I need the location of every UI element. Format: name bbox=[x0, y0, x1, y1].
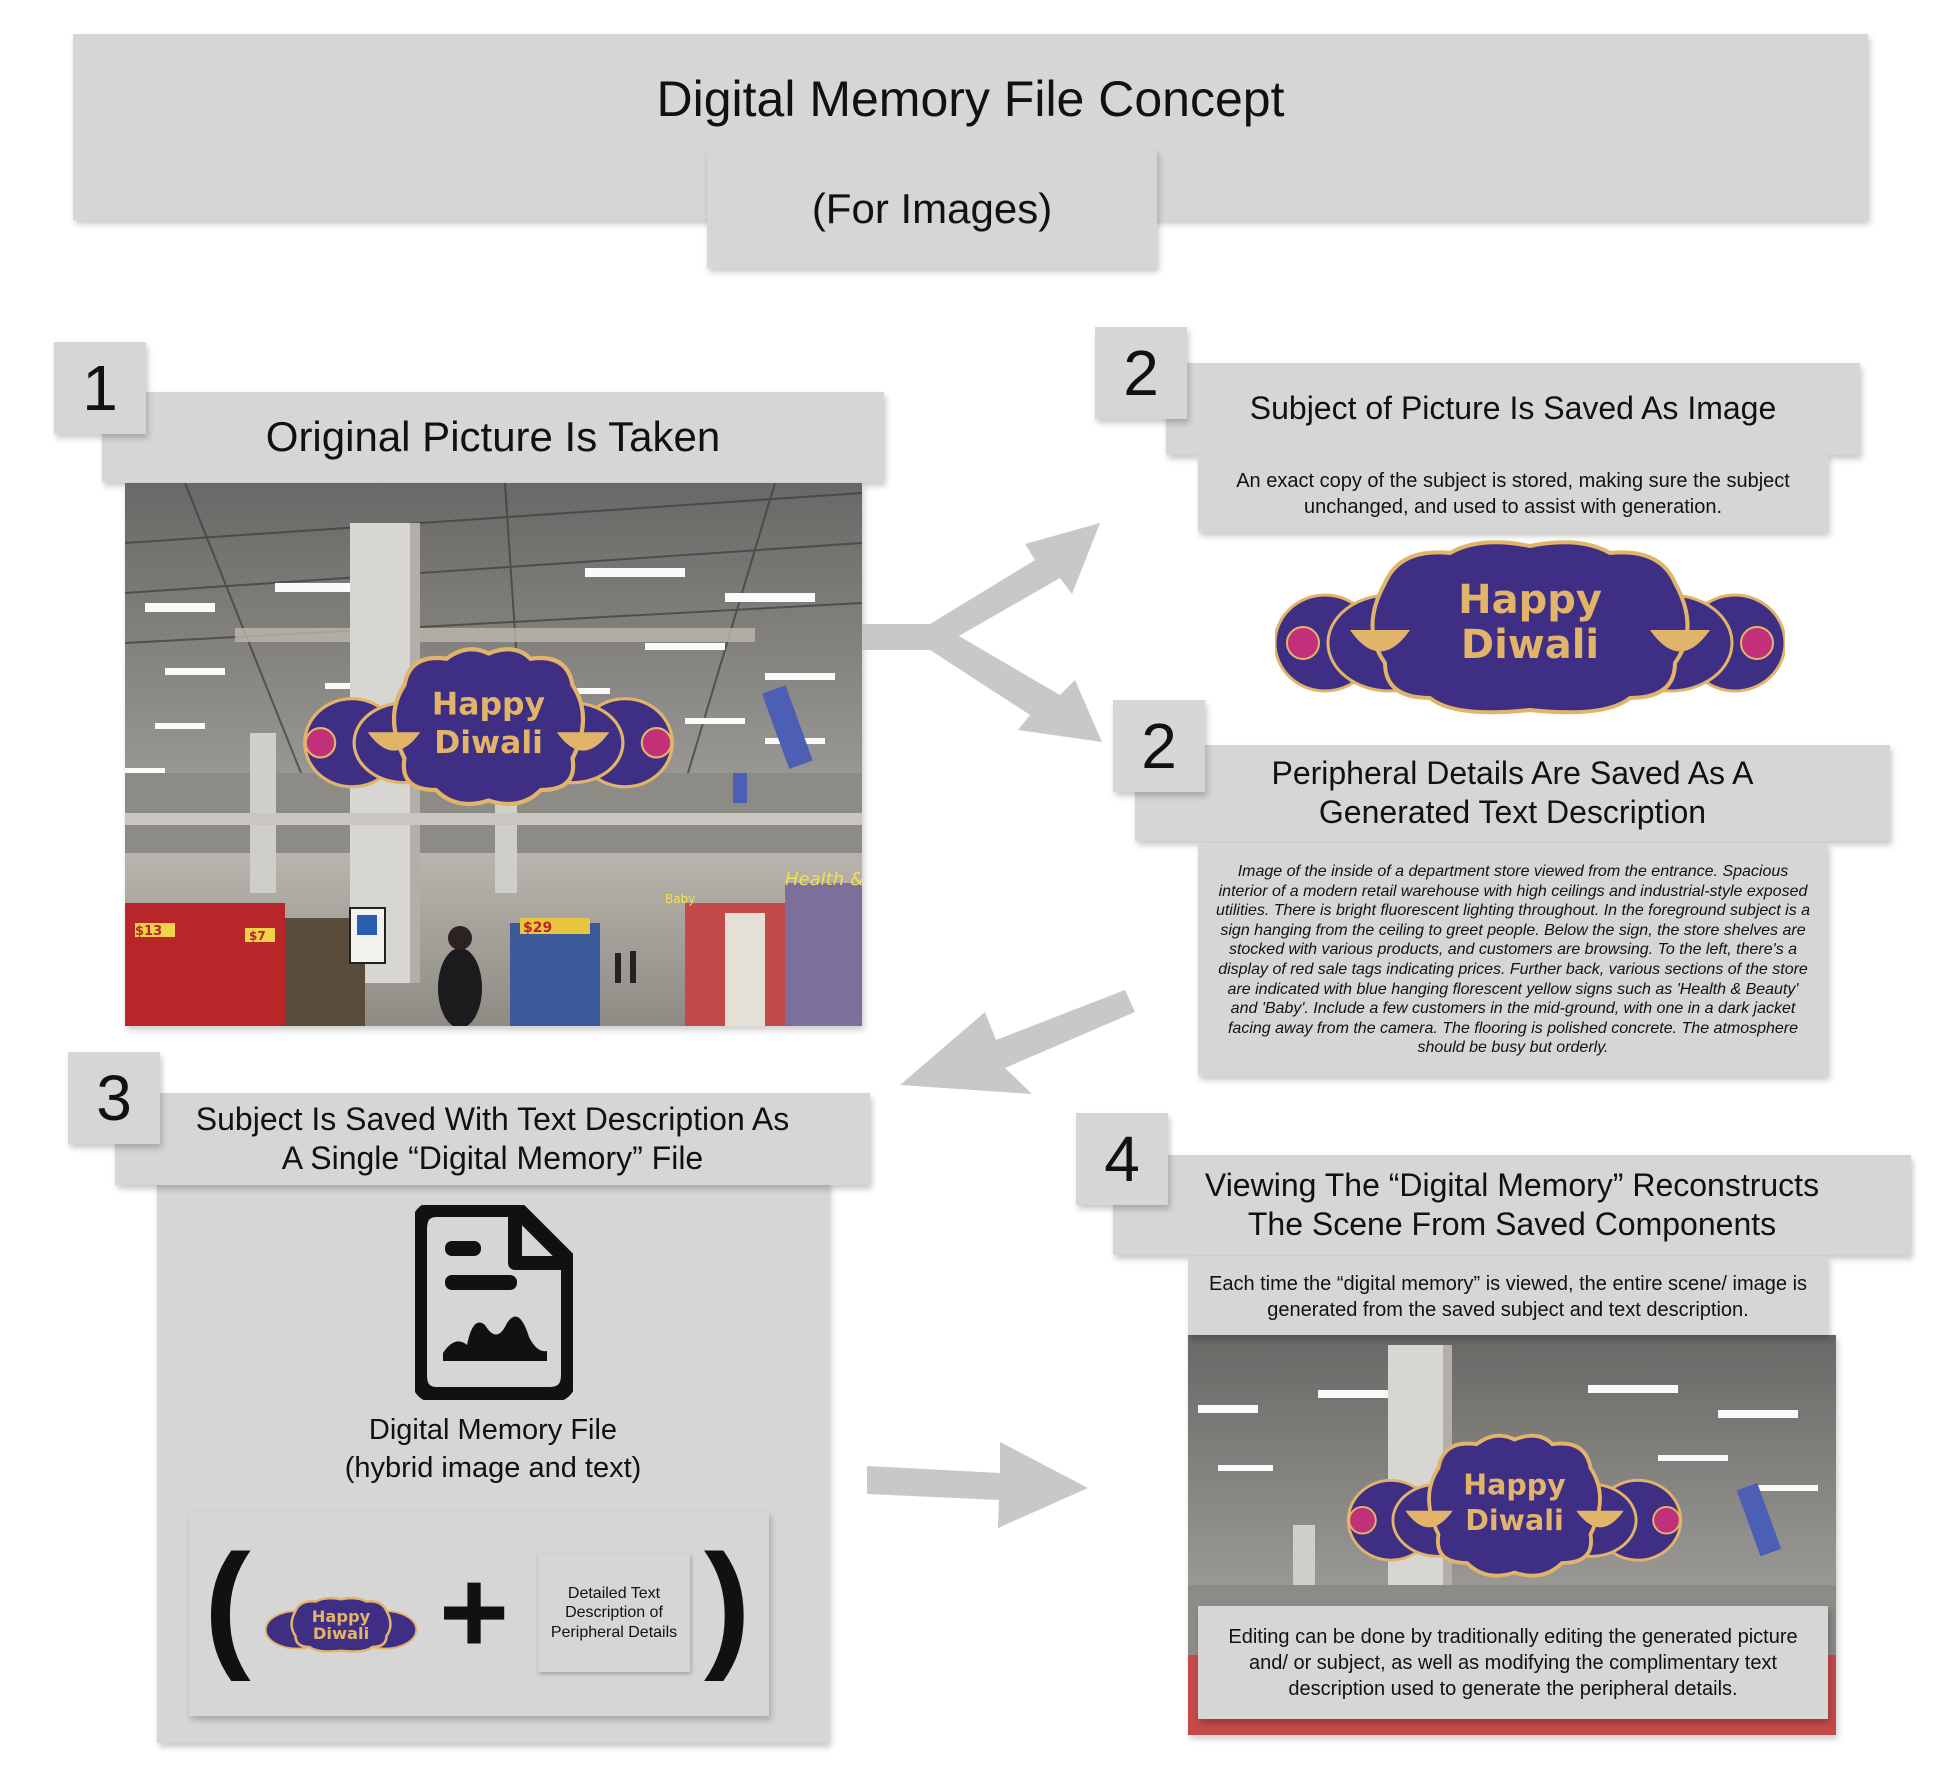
step3-title: Subject Is Saved With Text Description A… bbox=[195, 1100, 790, 1176]
step2b-description: Image of the inside of a department stor… bbox=[1215, 863, 1811, 1057]
original-photo: Health & B Baby $13 $7 $29 Happy Diwali bbox=[125, 483, 862, 1026]
page-subtitle: (For Images) bbox=[811, 185, 1053, 232]
formula-box: ( Happy Diwali + Detailed Text Descripti… bbox=[189, 1512, 769, 1716]
step2b-description-box: Image of the inside of a department stor… bbox=[1198, 844, 1828, 1076]
step1-title: Original Picture Is Taken bbox=[265, 413, 721, 460]
svg-text:Happy: Happy bbox=[312, 1607, 371, 1626]
close-paren: ) bbox=[704, 1525, 751, 1682]
step4-description: Each time the “digital memory” is viewed… bbox=[1208, 1272, 1808, 1321]
document-chart-icon bbox=[415, 1205, 573, 1400]
arrow-icon bbox=[867, 1442, 1088, 1528]
editing-note-box: Editing can be done by traditionally edi… bbox=[1198, 1606, 1828, 1719]
editing-note: Editing can be done by traditionally edi… bbox=[1228, 1625, 1798, 1700]
step4-number-badge: 4 bbox=[1076, 1113, 1168, 1205]
step2b-number-badge: 2 bbox=[1113, 700, 1205, 792]
step2a-title-box: Subject of Picture Is Saved As Image bbox=[1166, 363, 1860, 455]
diwali-sign-reconstructed: Happy Diwali bbox=[1346, 1433, 1683, 1578]
step1-number-badge: 1 bbox=[54, 342, 146, 434]
sign-word-2: Diwali bbox=[1461, 622, 1599, 668]
plus-sign: + bbox=[439, 1545, 510, 1679]
step3-number-badge: 3 bbox=[68, 1052, 160, 1144]
arrow-icon bbox=[900, 990, 1135, 1094]
subtitle-banner: (For Images) bbox=[707, 150, 1157, 268]
step2b-number: 2 bbox=[1141, 710, 1177, 782]
baby-sign-text: Baby bbox=[665, 892, 695, 906]
step3-number: 3 bbox=[96, 1062, 132, 1134]
step2b-title: Peripheral Details Are Saved As A Genera… bbox=[1271, 754, 1754, 830]
step2a-number: 2 bbox=[1123, 337, 1159, 409]
aisle-sign-text: Health & B bbox=[785, 869, 862, 890]
step4-number: 4 bbox=[1104, 1123, 1140, 1195]
step3-title-box: Subject Is Saved With Text Description A… bbox=[115, 1093, 870, 1185]
step2a-number-badge: 2 bbox=[1095, 327, 1187, 419]
arrow-icon bbox=[862, 523, 1100, 640]
file-label: Digital Memory File (hybrid image and te… bbox=[344, 1414, 642, 1484]
sale-tag-2: $7 bbox=[249, 929, 266, 943]
sign-word-1: Happy bbox=[432, 686, 545, 722]
diwali-sign-original: Happy Diwali bbox=[303, 647, 674, 807]
mini-sign-image: Happy Diwali bbox=[264, 1596, 418, 1653]
step1-number: 1 bbox=[82, 352, 118, 424]
store-scene: Health & B Baby $13 $7 $29 Happy Diwali bbox=[125, 483, 862, 1026]
open-paren: ( bbox=[204, 1525, 251, 1682]
step1-title-box: Original Picture Is Taken bbox=[102, 392, 884, 482]
svg-text:Happy: Happy bbox=[1463, 1469, 1566, 1502]
step2a-description: An exact copy of the subject is stored, … bbox=[1236, 469, 1790, 518]
step2a-title: Subject of Picture Is Saved As Image bbox=[1249, 390, 1777, 427]
sign-word-1: Happy bbox=[1458, 577, 1602, 623]
arrow-icon bbox=[862, 632, 1102, 742]
step2a-description-box: An exact copy of the subject is stored, … bbox=[1198, 455, 1828, 532]
text-description-card: Detailed Text Description of Peripheral … bbox=[538, 1554, 690, 1672]
step4-title-box: Viewing The “Digital Memory” Reconstruct… bbox=[1113, 1155, 1911, 1255]
text-card-label: Detailed Text Description of Peripheral … bbox=[550, 1585, 678, 1641]
subject-sign-image: Happy Diwali bbox=[1275, 540, 1785, 715]
sale-tag-1: $13 bbox=[135, 924, 162, 939]
step2b-title-box: Peripheral Details Are Saved As A Genera… bbox=[1135, 745, 1890, 841]
sign-word-2: Diwali bbox=[434, 725, 543, 761]
sale-tag-3: $29 bbox=[523, 920, 552, 936]
svg-text:Diwali: Diwali bbox=[313, 1624, 369, 1643]
step4-title: Viewing The “Digital Memory” Reconstruct… bbox=[1204, 1166, 1820, 1242]
svg-text:Diwali: Diwali bbox=[1465, 1504, 1564, 1537]
step4-description-box: Each time the “digital memory” is viewed… bbox=[1188, 1258, 1828, 1335]
page-title: Digital Memory File Concept bbox=[656, 71, 1285, 127]
